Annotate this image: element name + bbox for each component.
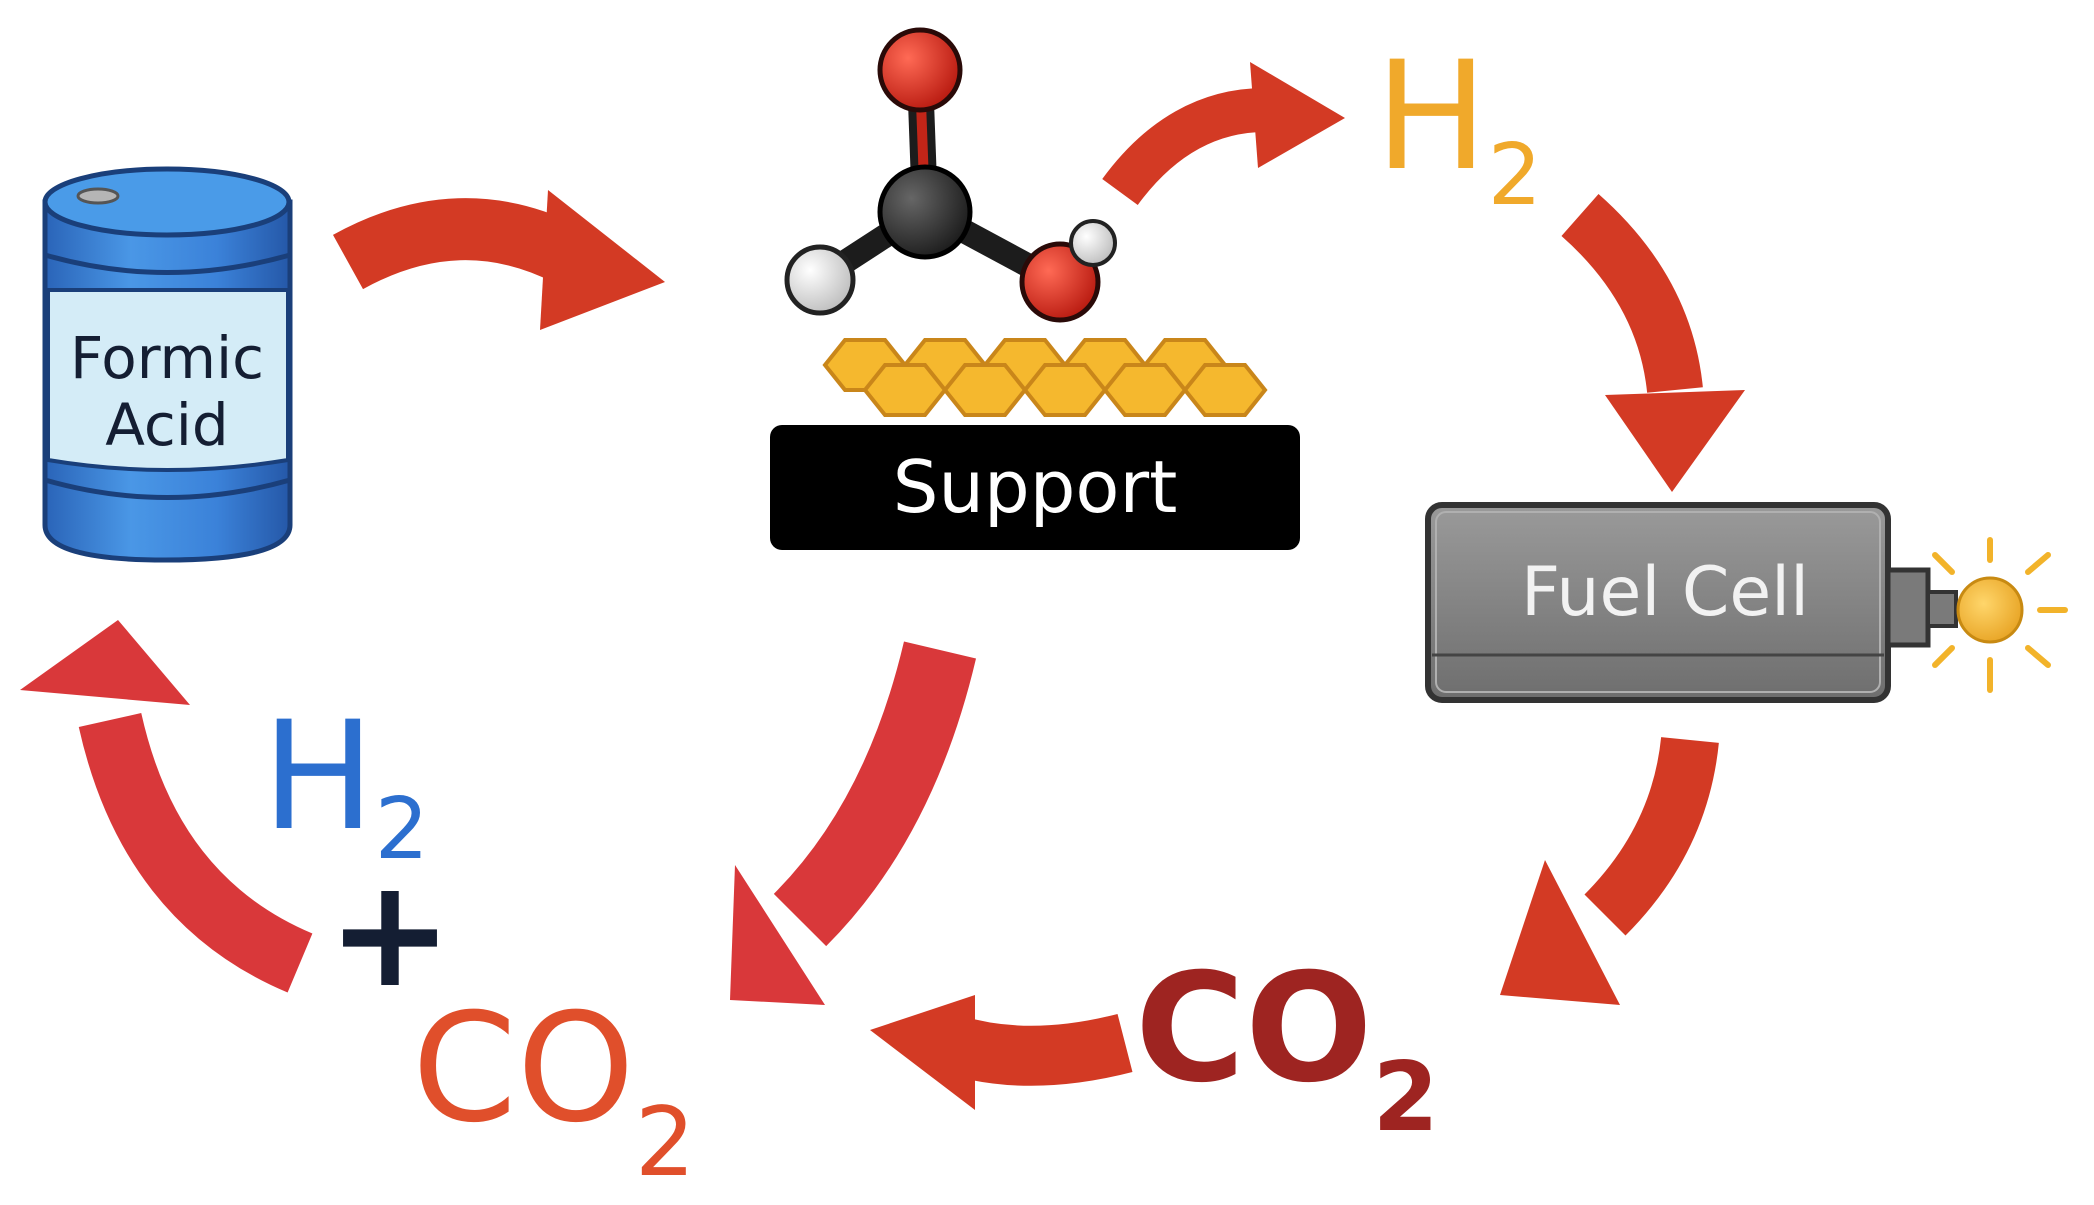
fuel-cell-label: Fuel Cell (1521, 553, 1809, 632)
fuel-cell-icon (1425, 502, 1958, 703)
support-label: Support (893, 445, 1178, 529)
arrow-molecule-to-h2 (1102, 62, 1345, 206)
oxygen-atom-top (877, 27, 963, 113)
arrow-co2-right-to-co2-bottom (870, 995, 1133, 1110)
arrow-co2-to-barrel (20, 620, 313, 993)
oxygen-atom-right (1019, 241, 1101, 323)
hydrogen-atom-right (1069, 219, 1117, 267)
arrow-h2-to-fuel-cell (1561, 194, 1745, 492)
formic-acid-molecule-icon (784, 27, 1117, 323)
barrel-label-line-2: Acid (105, 391, 228, 459)
plus-sign: + (327, 847, 453, 1021)
hydrogen-atom-left (784, 244, 856, 316)
support-bar (770, 425, 1300, 550)
arrow-barrel-to-catalyst (332, 190, 665, 330)
co2-bottom-label: CO2 (412, 982, 695, 1198)
barrel-icon (42, 166, 293, 563)
light-bulb-icon (1932, 537, 2068, 693)
co2-right-label: CO2 (1135, 942, 1439, 1153)
barrel-label-line-1: Formic (70, 324, 264, 392)
arrow-support-to-co2 (730, 641, 977, 1005)
arrow-fuel-cell-to-co2 (1500, 736, 1719, 1005)
carbon-atom (877, 164, 973, 260)
h2-left-label: H2 (262, 690, 429, 879)
catalyst-hexagon-icon (822, 338, 1268, 417)
h2-top-label: H2 (1375, 30, 1542, 225)
